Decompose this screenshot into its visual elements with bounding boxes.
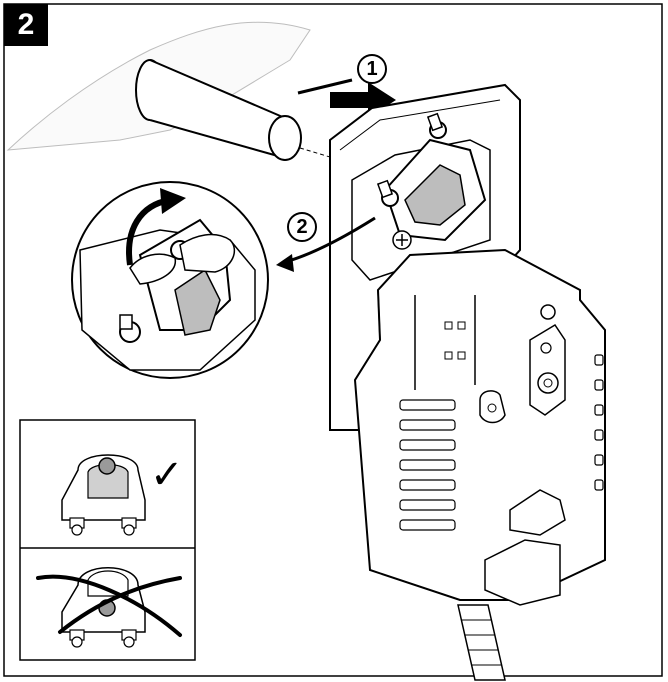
step-number-badge: 2 bbox=[4, 4, 48, 46]
cross-out-icon bbox=[36, 574, 182, 637]
callout-1: 1 bbox=[357, 54, 387, 84]
clamp-correct bbox=[61, 454, 146, 536]
vent-slats bbox=[399, 354, 604, 531]
power-cable bbox=[457, 604, 506, 681]
checkmark-icon: ✓ bbox=[150, 452, 184, 498]
detail-arrow bbox=[276, 216, 376, 272]
magnifier-detail bbox=[71, 181, 269, 379]
damper-shaft bbox=[135, 59, 341, 161]
callout-2: 2 bbox=[287, 212, 317, 242]
actuator-body bbox=[353, 248, 606, 606]
shaft-clamp bbox=[376, 112, 487, 250]
